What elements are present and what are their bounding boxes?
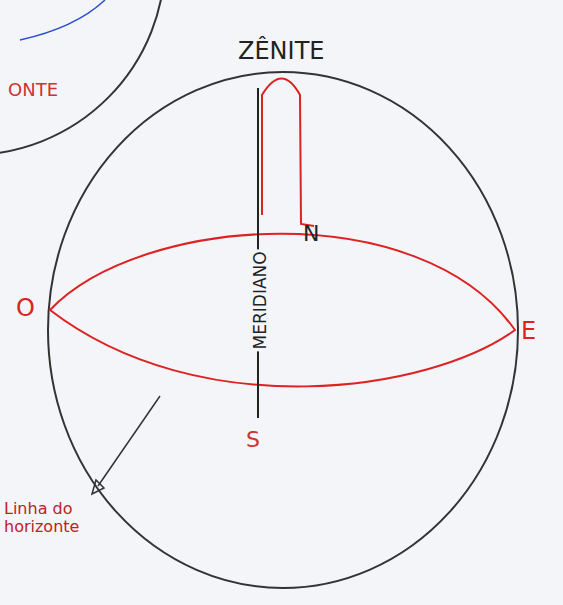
zenith-arch [262,79,314,227]
horizon-line-label: Linha do horizonte [4,500,84,535]
horizon-circle [50,234,515,387]
zenith-label: ZÊNITE [238,38,324,64]
horizon-fragment: ONTE [8,80,58,100]
leader-line [98,396,160,486]
partial-arc [20,0,105,40]
sphere-outline [48,72,518,588]
partial-sphere [0,0,165,155]
arrow-head [92,480,104,494]
meridian-label: MERIDIANO [251,249,270,351]
cardinal-west: O [16,295,35,321]
cardinal-north: N [303,222,319,246]
cardinal-south: S [246,428,260,452]
cardinal-east: E [521,318,536,344]
